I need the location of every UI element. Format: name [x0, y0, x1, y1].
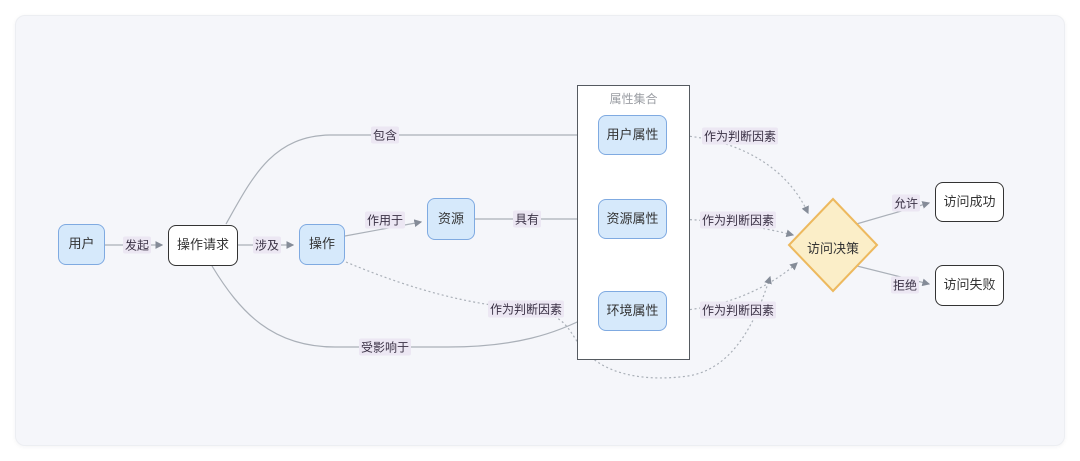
node-env-attr-label: 环境属性	[606, 302, 659, 318]
edge-label-act-on: 作用于	[364, 211, 406, 229]
node-user: 用户	[58, 224, 105, 265]
node-res-attr-label: 资源属性	[606, 210, 659, 226]
node-failure: 访问失败	[935, 265, 1004, 306]
node-failure-label: 访问失败	[943, 277, 996, 293]
node-op-request-label: 操作请求	[176, 237, 229, 253]
node-user-attr-label: 用户属性	[606, 126, 659, 142]
edge-label-allow: 允许	[891, 194, 921, 212]
node-resource: 资源	[427, 198, 475, 240]
edge-operation-to-decision	[345, 261, 772, 379]
node-res-attr: 资源属性	[598, 199, 667, 239]
edge-label-initiate: 发起	[122, 236, 152, 254]
node-user-attr: 用户属性	[598, 115, 667, 155]
node-success: 访问成功	[935, 182, 1004, 222]
node-user-label: 用户	[68, 236, 95, 252]
node-env-attr: 环境属性	[598, 291, 667, 331]
edge-label-factor-res-attr: 作为判断因素	[699, 211, 777, 229]
edge-label-factor-operation: 作为判断因素	[487, 300, 565, 318]
node-resource-label: 资源	[437, 210, 464, 226]
edge-label-factor-env-attr: 作为判断因素	[699, 301, 777, 319]
edge-label-affected-by: 受影响于	[358, 338, 412, 356]
edge-label-factor-user-attr: 作为判断因素	[701, 127, 779, 145]
node-op-request: 操作请求	[168, 225, 238, 266]
node-operation-label: 操作	[308, 236, 335, 252]
edge-label-deny: 拒绝	[890, 276, 920, 294]
node-operation: 操作	[299, 224, 345, 265]
node-decision-label: 访问决策	[806, 241, 859, 256]
edge-env-attr-to-decision	[666, 262, 798, 312]
edge-operation-to-resource	[344, 219, 423, 237]
edge-op-request-contains-user-attr	[225, 131, 594, 225]
node-success-label: 访问成功	[943, 193, 996, 209]
decision-diamond	[787, 197, 879, 293]
attribute-set-title: 属性集合	[609, 92, 658, 106]
edge-label-contains: 包含	[370, 126, 400, 144]
edge-label-has: 具有	[512, 210, 542, 228]
edge-label-involve: 涉及	[252, 236, 282, 254]
